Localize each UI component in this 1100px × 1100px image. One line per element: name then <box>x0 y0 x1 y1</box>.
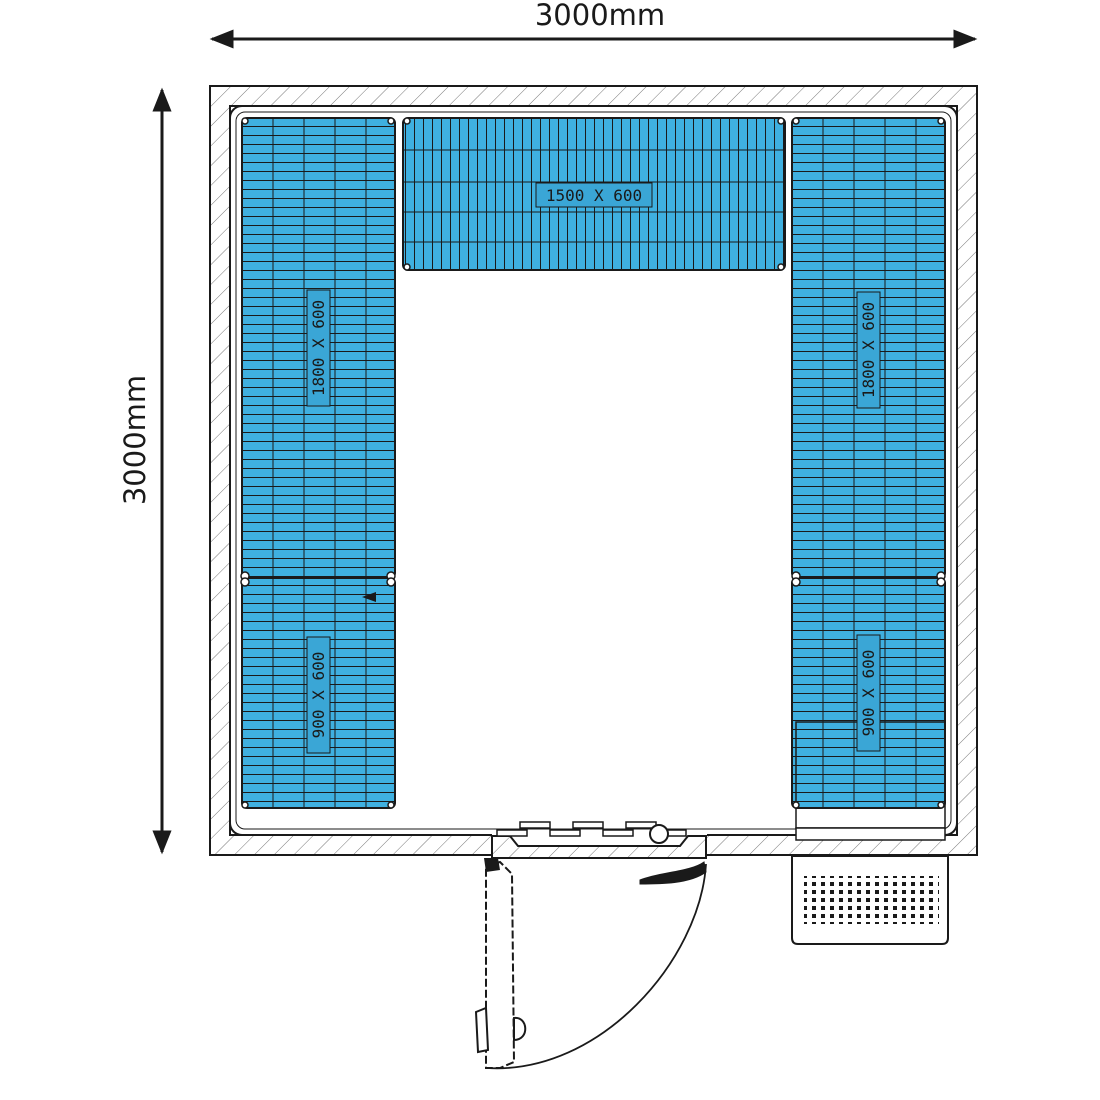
swing-door-icon <box>485 860 516 1069</box>
marker-arrow-icon <box>362 592 376 602</box>
door-hinge-icon <box>484 858 500 872</box>
shelf-joint-pins <box>240 117 946 809</box>
shelf-label-box <box>306 636 331 754</box>
shelf-label-box <box>535 182 653 208</box>
shelf-label-right-upper: 1800 X 600 <box>859 302 878 398</box>
shelf-label-box <box>856 291 881 409</box>
width-dimension: 3000mm <box>209 0 978 49</box>
shelf-left-lower: 900 X 600 <box>241 577 396 809</box>
unit-bracket <box>795 827 946 841</box>
refrigeration-unit <box>791 827 949 945</box>
shelf-top-center: 1500 X 600 <box>402 117 786 271</box>
shelf-label-box <box>856 634 881 752</box>
door-handle-outer-icon <box>474 1006 490 1054</box>
door-latch-icon <box>513 1016 527 1042</box>
threshold-strip <box>496 821 687 837</box>
shelf-label-top-center: 1500 X 600 <box>546 186 642 205</box>
shelf-right-lower: 900 X 600 <box>791 577 946 829</box>
shelving: 1500 X 600 1800 X 600 1800 X 600 <box>240 117 946 829</box>
door-assembly <box>474 821 707 1070</box>
shelf-label-left-upper: 1800 X 600 <box>309 300 328 396</box>
inner-room-liner <box>235 111 952 830</box>
height-dimension-label: 3000mm <box>118 375 152 505</box>
shelf-label-box <box>306 289 331 407</box>
shelf-left-upper: 1800 X 600 <box>241 117 396 579</box>
shelf-label-right-lower: 900 X 600 <box>859 650 878 737</box>
vent-grille <box>804 876 939 924</box>
door-swing-arc <box>486 863 707 1070</box>
height-dimension: 3000mm <box>118 87 172 855</box>
shelf-right-upper: 1800 X 600 <box>791 117 946 579</box>
door-handle-icon <box>649 824 669 844</box>
width-dimension-label: 3000mm <box>535 0 665 32</box>
door-lock-icon <box>639 861 707 885</box>
door-frame <box>491 835 707 859</box>
shelf-label-left-lower: 900 X 600 <box>309 652 328 739</box>
room-walls <box>209 85 978 856</box>
